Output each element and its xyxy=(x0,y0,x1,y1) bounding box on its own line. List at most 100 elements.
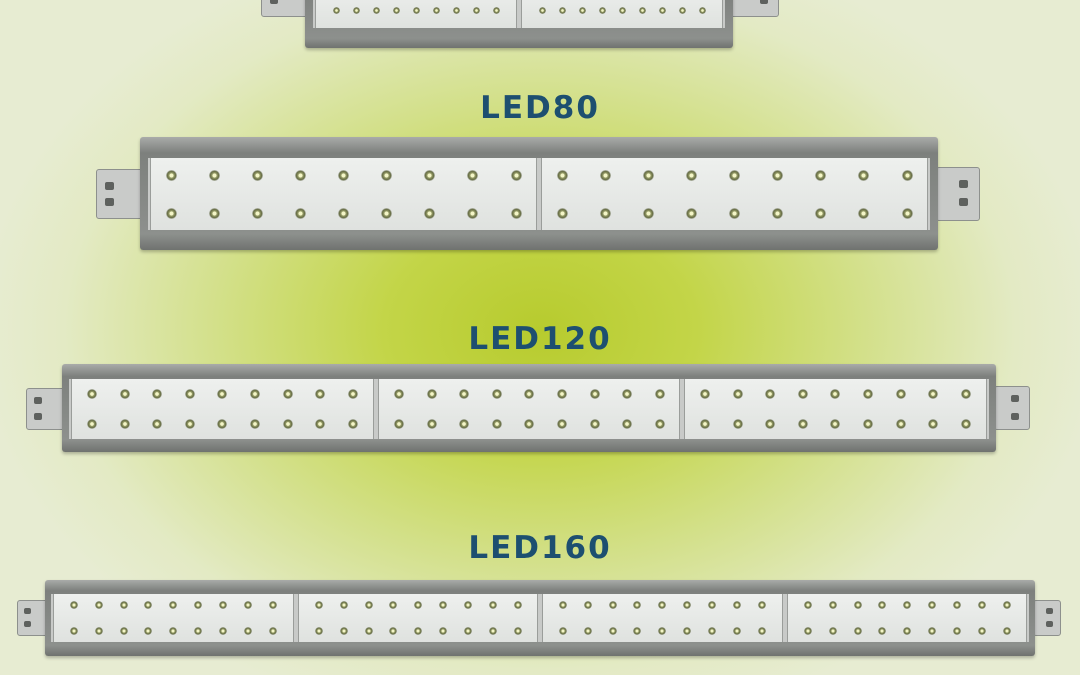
led-chip xyxy=(364,627,373,635)
led-chip xyxy=(523,389,534,399)
led-chip xyxy=(120,419,130,429)
led-module xyxy=(71,379,374,439)
led-panel xyxy=(148,158,930,230)
led-chip xyxy=(339,627,348,635)
led-chip xyxy=(633,627,641,635)
mounting-bracket-left xyxy=(261,0,311,17)
led-chip xyxy=(120,627,128,635)
led-chip xyxy=(961,419,972,429)
led-chip xyxy=(559,7,566,14)
led-chip xyxy=(654,419,665,429)
led-module xyxy=(315,0,517,28)
product-label-led80: LED80 xyxy=(480,90,600,126)
led-chip xyxy=(708,601,716,609)
led-chip xyxy=(426,419,437,429)
led-chip xyxy=(621,389,632,399)
bracket-hole xyxy=(1011,413,1019,420)
led-chip xyxy=(729,170,740,181)
mounting-bracket-right xyxy=(729,0,779,17)
led-module xyxy=(786,594,1027,642)
led-chip xyxy=(185,389,195,399)
led-chip xyxy=(348,389,358,399)
mounting-bracket-left xyxy=(26,388,66,430)
mounting-bracket-right xyxy=(936,167,980,221)
led-chip xyxy=(952,627,961,635)
led-chip xyxy=(621,419,632,429)
led-chip xyxy=(491,389,502,399)
led-chip xyxy=(252,208,263,219)
led-chip xyxy=(679,7,686,14)
bracket-hole xyxy=(270,0,278,4)
led-chip xyxy=(269,627,277,635)
led-chip xyxy=(152,389,162,399)
led-chip xyxy=(853,601,862,609)
led-chip xyxy=(424,208,435,219)
led-chip xyxy=(314,601,323,609)
bracket-hole xyxy=(959,180,968,188)
led-chip xyxy=(473,7,480,14)
led-chip xyxy=(902,601,911,609)
led-chip xyxy=(1002,601,1011,609)
fixture-led120 xyxy=(26,364,1030,452)
led-chip xyxy=(283,419,293,429)
led-module xyxy=(542,594,783,642)
led-chip xyxy=(295,208,306,219)
led-chip xyxy=(364,601,373,609)
led-chip xyxy=(393,7,400,14)
led-chip xyxy=(244,601,252,609)
mounting-bracket-left xyxy=(96,169,144,219)
led-chip xyxy=(283,389,293,399)
led-chip xyxy=(977,627,986,635)
led-chip xyxy=(513,601,522,609)
led-chip xyxy=(599,7,606,14)
led-chip xyxy=(758,601,766,609)
led-chip xyxy=(488,601,497,609)
bracket-hole xyxy=(105,182,114,190)
led-chip xyxy=(584,627,592,635)
led-chip xyxy=(700,389,711,399)
led-chip xyxy=(619,7,626,14)
led-chip xyxy=(467,170,478,181)
led-chip xyxy=(686,208,697,219)
led-chip xyxy=(928,419,939,429)
led-chip xyxy=(169,627,177,635)
led-chip xyxy=(413,627,422,635)
led-chip xyxy=(683,601,691,609)
bracket-hole xyxy=(34,397,42,404)
led-module xyxy=(541,158,928,230)
led-chip xyxy=(338,208,349,219)
led-chip xyxy=(185,419,195,429)
led-module xyxy=(377,379,681,439)
led-chip xyxy=(858,208,869,219)
bracket-hole xyxy=(760,0,768,4)
led-chip xyxy=(95,601,103,609)
bracket-hole xyxy=(24,608,31,614)
led-panel xyxy=(313,0,725,28)
led-chip xyxy=(853,627,862,635)
led-chip xyxy=(877,601,886,609)
led-chip xyxy=(373,7,380,14)
led-chip xyxy=(513,627,522,635)
led-chip xyxy=(87,389,97,399)
led-chip xyxy=(863,419,874,429)
led-chip xyxy=(169,601,177,609)
led-panel xyxy=(51,594,1029,642)
led-chip xyxy=(733,389,744,399)
led-chip xyxy=(830,389,841,399)
led-chip xyxy=(557,170,568,181)
led-chip xyxy=(523,419,534,429)
led-chip xyxy=(152,419,162,429)
bracket-hole xyxy=(1046,621,1053,627)
led-chip xyxy=(559,627,567,635)
led-chip xyxy=(194,601,202,609)
led-chip xyxy=(902,170,913,181)
led-chip xyxy=(219,627,227,635)
led-chip xyxy=(772,170,783,181)
led-module xyxy=(521,0,723,28)
led-chip xyxy=(388,601,397,609)
led-chip xyxy=(511,170,522,181)
led-chip xyxy=(609,627,617,635)
led-chip xyxy=(70,627,78,635)
led-chip xyxy=(438,627,447,635)
led-chip xyxy=(815,208,826,219)
